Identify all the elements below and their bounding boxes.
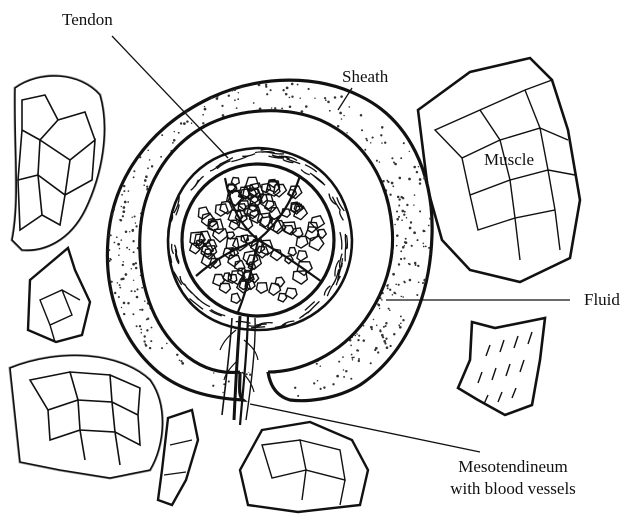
muscle-fragment-bottom-center bbox=[240, 422, 368, 512]
muscle-fragment-bottom-sliver bbox=[158, 410, 198, 505]
label-muscle: Muscle bbox=[484, 150, 534, 170]
muscle-fragment-left-bottom bbox=[10, 356, 162, 479]
label-sheath: Sheath bbox=[342, 67, 388, 87]
muscle-fragment-right bbox=[418, 58, 580, 282]
label-mesotendineum: Mesotendineum with blood vessels bbox=[423, 456, 603, 500]
muscle-fragment-left-top bbox=[12, 76, 104, 250]
tendon bbox=[182, 164, 334, 316]
muscle-fragment-right-dashed bbox=[458, 318, 545, 415]
muscle-fragment-left-mid bbox=[28, 248, 90, 342]
label-mesotendineum-line2: with blood vessels bbox=[423, 478, 603, 500]
label-fluid: Fluid bbox=[584, 290, 620, 310]
label-mesotendineum-line1: Mesotendineum bbox=[423, 456, 603, 478]
label-tendon: Tendon bbox=[62, 10, 113, 30]
